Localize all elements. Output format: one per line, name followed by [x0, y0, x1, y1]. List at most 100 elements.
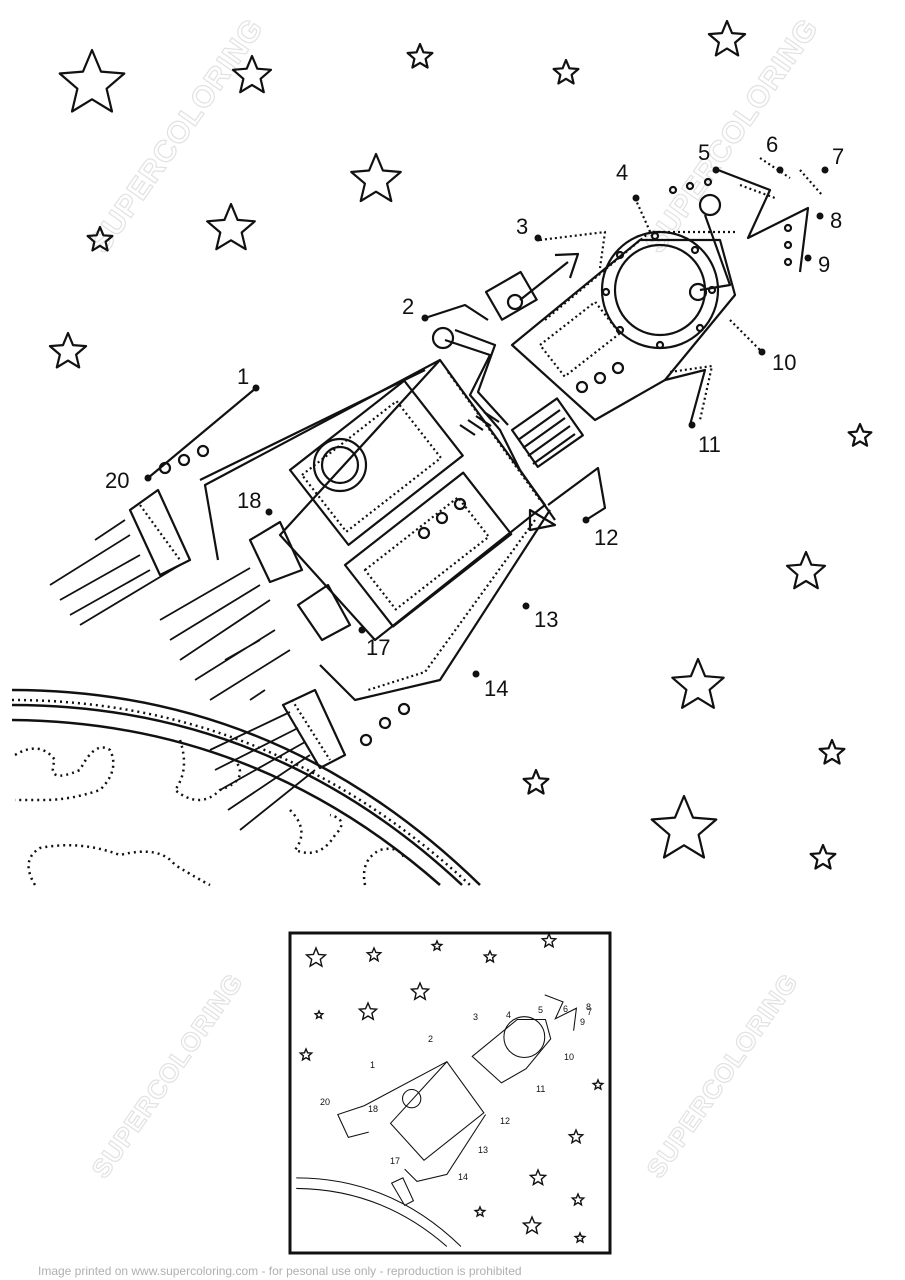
porthole-bolt [690, 245, 700, 255]
star-icon [473, 1205, 487, 1218]
small-hole [359, 733, 373, 747]
star-icon [206, 202, 256, 251]
star-icon [298, 1047, 314, 1062]
arrow-knob [506, 293, 524, 311]
arrow [519, 252, 580, 301]
dotted-guide [633, 197, 763, 353]
dot-number-label: 5 [698, 140, 710, 165]
rocket-grille [510, 397, 584, 468]
pipe [444, 338, 556, 521]
rocket-fin [664, 368, 707, 426]
star-icon [540, 932, 558, 949]
dot-point [522, 602, 530, 610]
star-icon [528, 1168, 548, 1186]
small-hole [397, 702, 411, 716]
dot-point [144, 474, 152, 482]
preview-porthole [402, 1089, 422, 1109]
star-icon [58, 48, 126, 113]
rocket-nose-outline [544, 230, 735, 321]
arrow [528, 508, 557, 532]
rocket-panel [300, 400, 442, 533]
dot-point [758, 348, 766, 356]
dot-number-label: 14 [484, 676, 508, 701]
star-icon [409, 981, 431, 1001]
small-hole [593, 371, 607, 385]
dot-point [252, 384, 260, 392]
preview-number-label: 18 [368, 1104, 378, 1114]
star-icon [86, 225, 114, 252]
preview-number-label: 17 [390, 1156, 400, 1166]
dotted-guide [424, 303, 489, 321]
stars-group [48, 19, 873, 870]
star-icon [304, 946, 328, 968]
preview-number-label: 6 [563, 1004, 568, 1014]
star-icon [522, 768, 550, 795]
star-icon [365, 946, 383, 963]
preview-number-label: 9 [580, 1017, 585, 1027]
dot-number-label: 20 [105, 468, 129, 493]
rocket-panel [363, 496, 490, 611]
dotted-guide [539, 230, 607, 269]
porthole-bolt [695, 323, 705, 333]
star-icon [552, 58, 580, 85]
dot-point [712, 166, 720, 174]
star-icon [785, 550, 827, 590]
porthole-inner [320, 445, 360, 485]
preview-number-label: 7 [587, 1007, 592, 1017]
star-icon [671, 657, 725, 709]
planet-earth [11, 688, 481, 887]
exhaust-lines [49, 519, 316, 831]
star-icon [707, 19, 747, 57]
star-icon [313, 1009, 325, 1020]
porthole-inner [613, 243, 707, 337]
porthole [312, 437, 368, 493]
star-icon [350, 152, 402, 203]
rocket-wing [319, 509, 551, 702]
dot-point [582, 516, 590, 524]
rocket-tip-zigzag [717, 168, 810, 273]
dot-number-label: 7 [832, 144, 844, 169]
preview-number-label: 1 [370, 1060, 375, 1070]
watermark-text: SUPERCOLORING [639, 12, 826, 259]
dot-number-label: 13 [534, 607, 558, 632]
dot-number-label: 4 [616, 160, 628, 185]
small-hole [417, 526, 431, 540]
dot-number-label: 10 [772, 350, 796, 375]
continent-outline [362, 847, 407, 886]
preview-stars [298, 932, 605, 1244]
rocket-engine [128, 488, 192, 577]
pipe-knob [431, 326, 455, 350]
small-hole [453, 497, 467, 511]
small-hole [177, 453, 191, 467]
dot-number-label: 12 [594, 525, 618, 550]
dot-point [265, 508, 273, 516]
star-icon [650, 794, 718, 859]
star-icon [430, 939, 444, 952]
preview-number-label: 20 [320, 1097, 330, 1107]
preview-frame [288, 931, 612, 1255]
star-icon [818, 738, 846, 765]
rocket-engine [139, 504, 181, 561]
star-icon [48, 331, 88, 369]
watermark-text: SUPERCOLORING [85, 967, 249, 1183]
preview-porthole [503, 1016, 546, 1059]
star-icon [231, 54, 273, 94]
rocket-grille-lines [517, 409, 576, 465]
cargo-box [484, 270, 538, 321]
dot-number-label: 2 [402, 294, 414, 319]
footer-copyright: Image printed on www.supercoloring.com -… [38, 1264, 522, 1278]
dot-number-label: 9 [818, 252, 830, 277]
continent-outline [14, 746, 115, 802]
small-hole [435, 511, 449, 525]
dot-number-label: 6 [766, 132, 778, 157]
preview-number-label: 14 [458, 1172, 468, 1182]
rocket-body-outline [447, 371, 541, 501]
star-icon [567, 1128, 585, 1145]
rocket-body-outline [278, 358, 547, 642]
rocket-engine [248, 520, 304, 584]
small-hole [783, 223, 793, 233]
star-icon [357, 1001, 379, 1021]
porthole-bolt [615, 250, 625, 260]
